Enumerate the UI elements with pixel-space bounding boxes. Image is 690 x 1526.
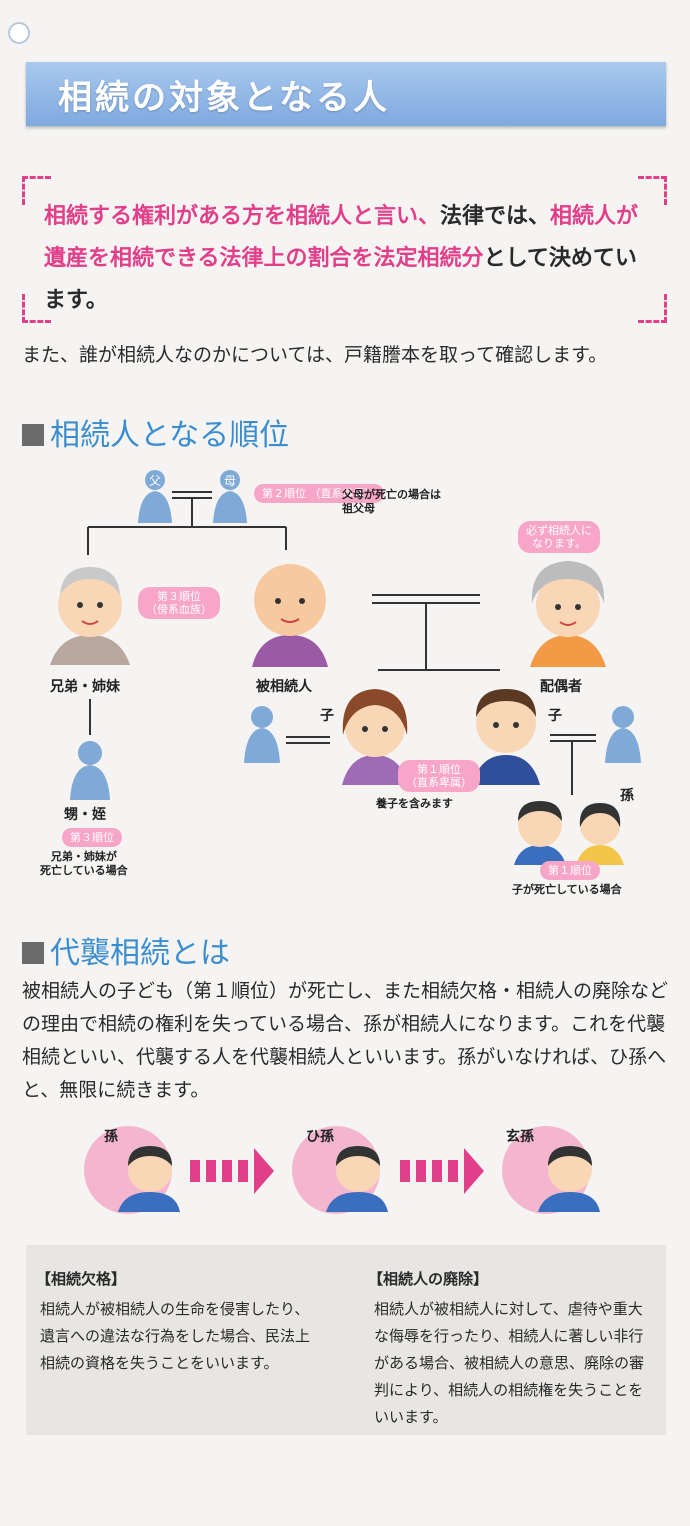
must-heir-pill: 必ず相続人に なります。 xyxy=(518,521,600,553)
succession-label-1: 孫 xyxy=(104,1129,118,1145)
son-face xyxy=(472,689,540,785)
mother-char: 母 xyxy=(224,474,236,488)
decedent-label: 被相続人 xyxy=(256,679,312,695)
succession-label-2: ひ孫 xyxy=(306,1129,334,1145)
child-right-label: 子 xyxy=(548,708,562,724)
spouse-face xyxy=(530,561,606,667)
granddaughter-face xyxy=(576,803,624,865)
rank2-note: 父母が死亡の場合は 祖父母 xyxy=(342,488,441,515)
succession-label-3: 玄孫 xyxy=(506,1129,534,1145)
section-heading-daishu: 代襲相続とは xyxy=(22,928,230,972)
succession-graphics xyxy=(84,1126,600,1214)
box-right-title: 【相続人の廃除】 xyxy=(368,1270,489,1288)
box-left-title: 【相続欠格】 xyxy=(36,1270,127,1288)
frame-corner-bl xyxy=(22,294,51,323)
intro-pink-2: 相続人が遺産を相続できる法律上の割合を法定相続分 xyxy=(44,204,639,271)
rank3b-note: 兄弟・姉妹が 死亡している場合 xyxy=(40,850,128,877)
rank2-pill: 第２順位 （直系尊属） xyxy=(254,484,384,503)
section-title-daishu: 代襲相続とは xyxy=(50,936,230,971)
frame-corner-tl xyxy=(22,176,51,205)
diagram-lines: 父 母 xyxy=(50,470,641,865)
note-text: また、誰が相続人なのかについては、戸籍謄本を取って確認します。 xyxy=(22,344,608,366)
header-banner xyxy=(26,62,666,126)
child-left-label: 子 xyxy=(320,708,334,724)
family-diagram: 父 母 xyxy=(0,455,690,905)
nephew-label: 甥・姪 xyxy=(64,807,106,823)
box-left-body: 相続人が被相続人の生命を侵害したり、遺言への違法な行為をした場合、民法上相続の資… xyxy=(40,1300,311,1372)
rank1-pill: 第１順位 （直系卑属） xyxy=(398,760,480,792)
section-heading-rank: 相続人となる順位 xyxy=(22,410,289,454)
grandchild-label: 孫 xyxy=(620,788,634,804)
heading-square-icon xyxy=(22,942,44,964)
intro-black-2: として決めています。 xyxy=(44,246,637,313)
spouse-label: 配偶者 xyxy=(540,679,582,695)
frame-corner-tr xyxy=(638,176,667,205)
banner-hole-icon xyxy=(8,22,30,44)
intro-text: 相続する権利がある方を相続人と言い、法律では、相続人が遺産を相続できる法律上の割… xyxy=(44,196,650,322)
grandson-face xyxy=(514,801,566,865)
box-right-body: 相続人が被相続人に対して、虐待や重大な侮辱を行ったり、相続人に著しい非行がある場… xyxy=(374,1300,645,1426)
rank3b-pill: 第３順位 xyxy=(62,828,122,847)
siblings-face xyxy=(50,567,130,665)
intro-black-1: 法律では、 xyxy=(440,204,551,229)
adopted-note: 養子を含みます xyxy=(376,797,453,810)
frame-corner-br xyxy=(638,294,667,323)
arrow-icon xyxy=(190,1148,484,1194)
definitions-box xyxy=(26,1245,666,1435)
father-char: 父 xyxy=(149,474,161,488)
rank1b-pill: 第１順位 xyxy=(540,861,600,880)
rank1b-note: 子が死亡している場合 xyxy=(512,883,622,896)
section-title-rank: 相続人となる順位 xyxy=(50,418,290,453)
decedent-face xyxy=(252,564,328,667)
succession-row: 孫 ひ孫 玄孫 xyxy=(0,1120,690,1230)
rank3-pill: 第３順位 （傍系血族） xyxy=(138,587,220,619)
daishu-body: 被相続人の子ども（第１順位）が死亡し、また相続欠格・相続人の廃除などの理由で相続… xyxy=(22,980,669,1101)
heading-square-icon xyxy=(22,424,44,446)
page-title: 相続の対象となる人 xyxy=(58,78,390,118)
daughter-face xyxy=(342,689,408,785)
siblings-label: 兄弟・姉妹 xyxy=(50,679,120,695)
intro-pink-1: 相続する権利がある方を相続人と言い、 xyxy=(44,204,441,229)
